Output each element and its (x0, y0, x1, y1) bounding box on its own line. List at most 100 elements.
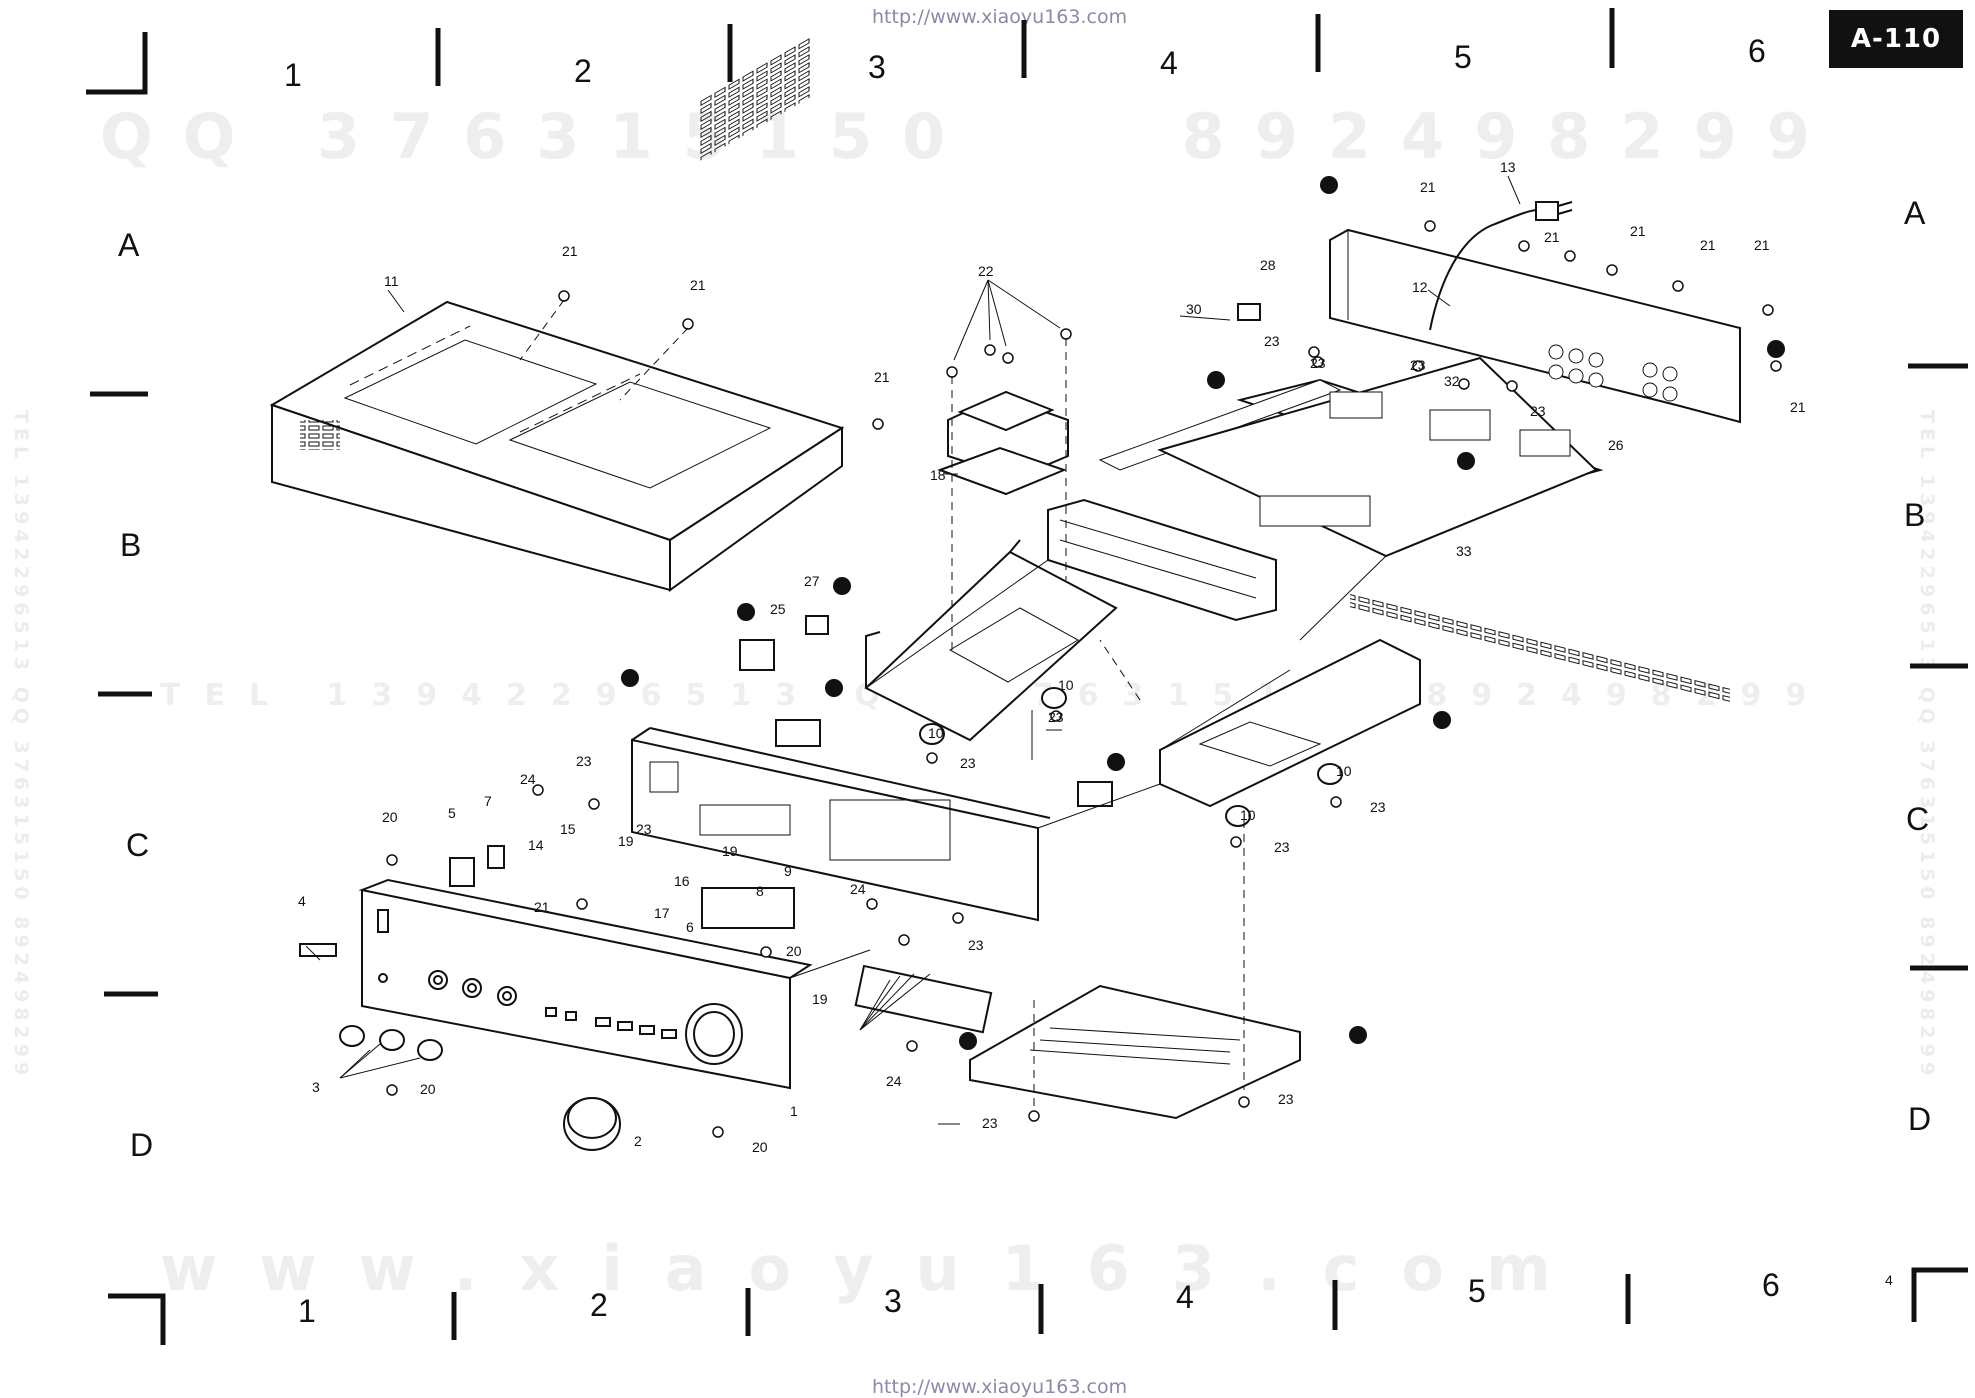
main-pcb (1157, 356, 1598, 558)
sub-switch (1077, 781, 1113, 807)
part-label-4: 4 (298, 893, 306, 909)
part-label-21f: 21 (1630, 223, 1646, 239)
connection-lines (789, 555, 1387, 979)
part-label-23j: 23 (1370, 799, 1386, 815)
part-label-21j: 21 (534, 899, 550, 915)
part-label-17: 17 (654, 905, 670, 921)
grid-col-bottom-4: 4 (1176, 1279, 1194, 1315)
part-labels (305, 175, 1521, 1125)
source-url-top[interactable]: http://www.xiaoyu163.com (872, 6, 1128, 28)
part-label-12: 12 (1412, 279, 1428, 295)
part-label-21a: 21 (562, 243, 578, 259)
volume-knob-hole (685, 1003, 743, 1065)
grid-row-right-b: B (1904, 497, 1925, 533)
part-label-23l: 23 (982, 1115, 998, 1131)
grid-col-top-1: 1 (284, 57, 302, 93)
part-label-23d: 23 (1048, 709, 1064, 725)
fuse-holder (739, 639, 775, 671)
part-label-25: 25 (770, 601, 786, 617)
grid-row-right-a: A (1904, 195, 1926, 231)
grid-row-left-d: D (130, 1127, 153, 1163)
part-label-7: 7 (484, 793, 492, 809)
part-label-21g: 21 (1700, 237, 1716, 253)
grid-row-left-b: B (120, 527, 141, 563)
part-label-23e: 23 (968, 937, 984, 953)
part-label-20a: 20 (382, 809, 398, 825)
grid-col-bottom-3: 3 (884, 1283, 902, 1319)
part-label-21h: 21 (1754, 237, 1770, 253)
power-transformer (937, 390, 1069, 496)
front-subchassis (631, 727, 1051, 922)
part-label-30: 30 (1186, 301, 1202, 317)
grid-col-bottom-1: 1 (298, 1293, 316, 1329)
model-badge: A-110 (1829, 10, 1963, 68)
part-label-1: 1 (790, 1103, 798, 1119)
part-label-23g: 23 (1310, 355, 1326, 371)
part-label-22: 22 (978, 263, 994, 279)
part-label-23m: 23 (1278, 1091, 1294, 1107)
watermark-top: QQ 376315150 892498299 (100, 100, 1840, 173)
right-subchassis (1159, 638, 1421, 808)
grid-row-right-d: D (1908, 1101, 1931, 1137)
rear-panel (1329, 228, 1741, 704)
grid-row-right-c: C (1906, 801, 1929, 837)
part-label-33: 33 (1456, 543, 1472, 559)
watermark-bottom: www.xiaoyu163.com (160, 1232, 1593, 1305)
part-label-21d: 21 (1420, 179, 1436, 195)
part-label-15: 15 (560, 821, 576, 837)
page-number: 4 (1885, 1272, 1893, 1288)
assembly-guides (519, 299, 1245, 1110)
part-label-20d: 20 (752, 1139, 768, 1155)
part-number-texts: 1 2 3 4 5 6 7 8 9 10 10 10 10 11 12 13 1… (298, 159, 1806, 1155)
frame-marks (86, 8, 1968, 1345)
corner-mark-bottom-right (1911, 1267, 1968, 1322)
power-switch (449, 857, 475, 887)
part-label-6: 6 (686, 919, 694, 935)
part-label-23f: 23 (1264, 333, 1280, 349)
grid-col-top-6: 6 (1748, 33, 1766, 69)
power-button (299, 943, 337, 957)
part-label-28: 28 (1260, 257, 1276, 273)
part-label-24c: 24 (886, 1073, 902, 1089)
part-label-23c: 23 (960, 755, 976, 771)
part-label-21i: 21 (1790, 399, 1806, 415)
part-label-21e: 21 (1544, 229, 1560, 245)
screws (386, 220, 1782, 1138)
power-cord (1429, 201, 1573, 331)
small-parts (299, 303, 1343, 1151)
part-label-23i: 23 (1530, 403, 1546, 419)
source-url-bottom[interactable]: http://www.xiaoyu163.com (872, 1376, 1128, 1398)
bottom-plate (969, 984, 1301, 1120)
grid-col-top-5: 5 (1454, 39, 1472, 75)
part-label-10a: 10 (1058, 677, 1074, 693)
part-label-19b: 19 (722, 843, 738, 859)
part-label-2: 2 (634, 1133, 642, 1149)
part-label-23k: 23 (1274, 839, 1290, 855)
part-label-13: 13 (1500, 159, 1516, 175)
part-label-16: 16 (674, 873, 690, 889)
part-label-20b: 20 (786, 943, 802, 959)
part-label-14: 14 (528, 837, 544, 853)
grid-row-left-c: C (126, 827, 149, 863)
part-label-32: 32 (1444, 373, 1460, 389)
corner-mark-top-left (86, 32, 148, 95)
grid-labels: 1 2 3 4 5 6 1 2 3 4 5 6 A B C D A B C D (118, 33, 1931, 1329)
part-label-23b: 23 (636, 821, 652, 837)
part-label-24a: 24 (520, 771, 536, 787)
grid-col-top-2: 2 (574, 53, 592, 89)
part-label-8: 8 (756, 883, 764, 899)
relay (775, 719, 821, 747)
part-label-10c: 10 (1336, 763, 1352, 779)
part-label-26: 26 (1608, 437, 1624, 453)
part-label-9: 9 (784, 863, 792, 879)
front-panel-window (377, 909, 389, 933)
part-label-5: 5 (448, 805, 456, 821)
part-label-24b: 24 (850, 881, 866, 897)
reference-callouts (621, 176, 1785, 1050)
part-label-21c: 21 (874, 369, 890, 385)
input-terminal-board (854, 964, 993, 1034)
part-label-20c: 20 (420, 1081, 436, 1097)
part-label-19a: 19 (618, 833, 634, 849)
part-label-27: 27 (804, 573, 820, 589)
